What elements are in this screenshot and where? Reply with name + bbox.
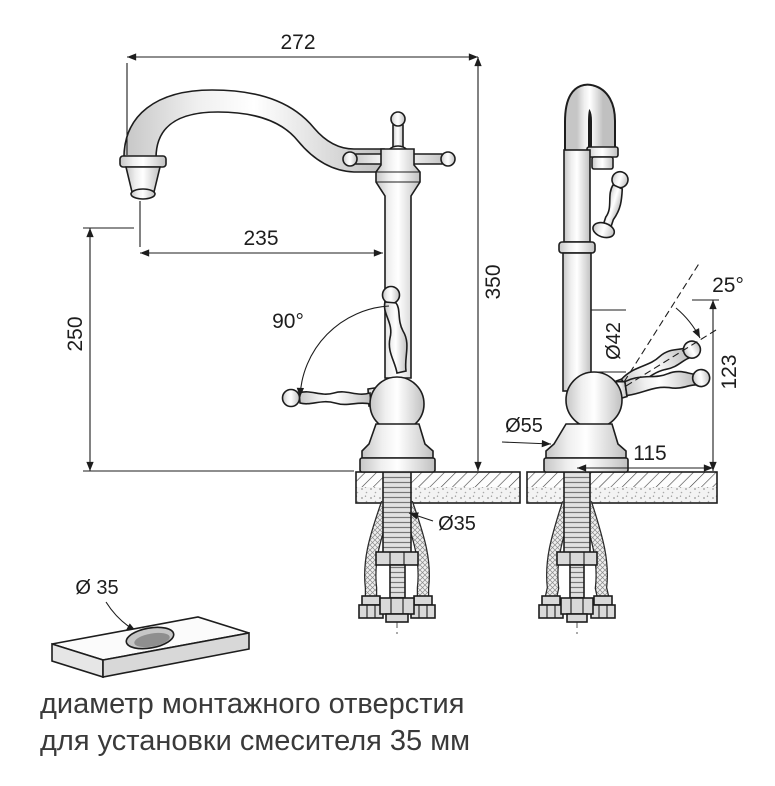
base-side [543, 423, 629, 473]
lever-handle-upright [381, 285, 408, 374]
mounting-hole-leader [105, 601, 137, 632]
mounting-hole-label: Ø 35 [75, 577, 118, 599]
countertop-section-side [526, 471, 718, 504]
tailpiece-and-hoses-side [538, 469, 616, 623]
angle-90-label: 90° [272, 310, 304, 333]
top-lever-side [592, 170, 629, 239]
dim-235-label: 235 [243, 227, 278, 250]
body-column-lower [562, 252, 592, 392]
angle-25-label: 25° [712, 274, 744, 297]
side-dimensions: Ø42 123 115 Ø55 [501, 299, 741, 472]
threaded-shank [382, 469, 412, 557]
dim-o35-label: Ø35 [438, 513, 476, 535]
aerator-nozzle [119, 155, 167, 200]
rotation-arc [296, 305, 390, 398]
hose-nut-right [590, 604, 616, 619]
side-view: 25° Ø42 123 115 Ø55 [501, 83, 744, 634]
base-front [359, 423, 436, 473]
countertop-section-front [355, 471, 521, 504]
dim-272-label: 272 [280, 31, 315, 54]
threaded-shank [563, 469, 591, 557]
caption-line-2: для установки смесителя 35 мм [40, 725, 470, 757]
mounting-hole-illustration: Ø 35 [51, 577, 250, 679]
front-dimensions: 272 350 235 250 Ø35 [64, 31, 505, 535]
countertop-slab-front-right [102, 632, 250, 678]
hose-nut-left [538, 604, 564, 619]
front-view: 90° 272 350 235 250 Ø35 [64, 31, 521, 634]
caption-line-1: диаметр монтажного отверстия [40, 688, 464, 720]
dim-o42-label: Ø42 [603, 322, 625, 360]
mounting-hole-shadow [134, 632, 170, 648]
dim-123-label: 123 [718, 354, 741, 389]
lift-angle-annotation: 25° [623, 261, 744, 387]
body-column-upper [563, 149, 591, 243]
dim-350-label: 350 [482, 264, 505, 299]
mounting-nut [556, 551, 598, 566]
dim-250-label: 250 [64, 316, 87, 351]
dim-o55-label: Ø55 [505, 415, 543, 437]
ball-joint-side [565, 371, 623, 429]
lever-handle-rotated [281, 386, 384, 408]
dim-115-label: 115 [633, 442, 666, 465]
mounting-nut [375, 551, 419, 566]
ball-joint-front [369, 376, 425, 432]
body-collar [558, 241, 596, 254]
caption: диаметр монтажного отверстия для установ… [40, 688, 470, 757]
